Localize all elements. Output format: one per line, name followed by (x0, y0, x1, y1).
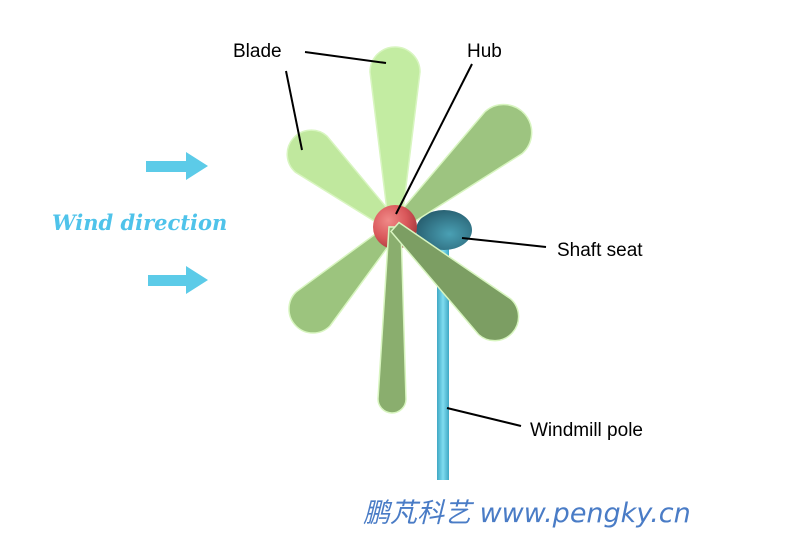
windmill-pole (437, 238, 449, 480)
blade-leader-line-2 (285, 70, 303, 151)
blade-lower-right (389, 221, 520, 342)
front-blades (377, 221, 520, 414)
blades (286, 46, 533, 334)
wind-direction-label: Wind direction (52, 210, 227, 235)
hub-label: Hub (467, 41, 502, 62)
shaft-seat-label: Shaft seat (557, 240, 643, 261)
leader-lines (285, 51, 547, 427)
blade-lower-left (288, 221, 401, 334)
shaft-seat-leader-line (461, 237, 547, 248)
wind-arrow-bottom (148, 266, 208, 294)
blade-leader-line-1 (304, 51, 387, 64)
shaft-seat (416, 210, 472, 250)
hub-leader-line (395, 63, 473, 215)
blade-label: Blade (233, 41, 282, 62)
windmill-pole-label: Windmill pole (530, 420, 643, 441)
blade-upper-right (390, 103, 533, 233)
wind-arrow-top (146, 152, 208, 180)
blade-bottom (377, 226, 407, 414)
blade-upper-left (286, 129, 400, 233)
blade-top (369, 46, 421, 228)
watermark: 鹏芃科艺 www.pengky.cn (363, 498, 691, 529)
pole-leader-line (446, 407, 522, 427)
